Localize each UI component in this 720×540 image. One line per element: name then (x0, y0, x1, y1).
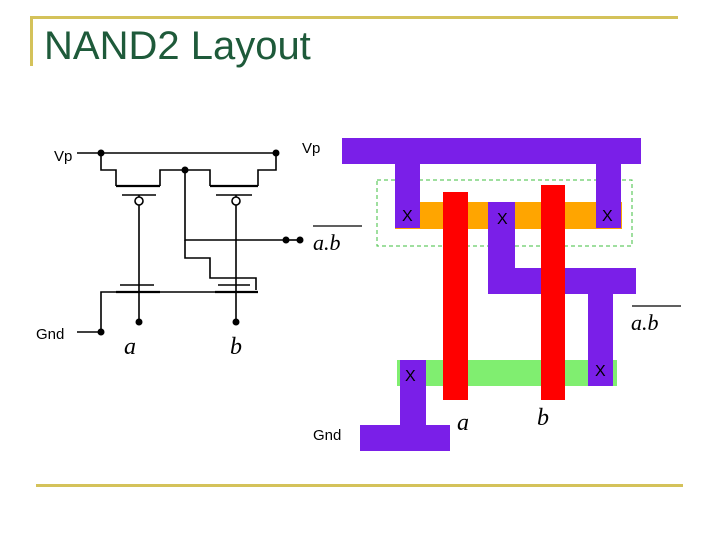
title-accent-bar (30, 16, 33, 66)
slide-title: NAND2 Layout (44, 24, 311, 68)
layout-input-b-label: b (537, 405, 549, 431)
bottom-rule (36, 484, 683, 487)
layout-input-a-label: a (457, 410, 469, 436)
metal-vdd-rail (342, 138, 641, 164)
contact-mark: X (402, 208, 413, 225)
pmos-a (100, 153, 185, 322)
contact-mark: X (602, 208, 613, 225)
top-rule (30, 16, 678, 19)
poly-gate-b (541, 185, 565, 400)
contact-mark: X (497, 211, 508, 228)
schematic-output-label: a.b (313, 230, 341, 255)
layout-gnd-label: Gnd (313, 427, 341, 444)
metal-gnd-rail (360, 425, 450, 451)
metal-vdd-left-drop (395, 156, 420, 228)
schematic-input-b-label: b (230, 334, 242, 360)
n-diffusion (397, 360, 617, 386)
layout-vdd-label: Vp (302, 140, 320, 157)
schematic-gnd-label: Gnd (36, 326, 64, 343)
pmos-b (185, 153, 277, 322)
schematic-vdd-label: Vp (54, 148, 72, 165)
metal-vdd-right-drop (596, 156, 621, 228)
schematic (77, 149, 304, 336)
layout: X X X X X (342, 138, 641, 451)
contact-mark: X (595, 363, 606, 380)
nmos-stack (100, 240, 258, 332)
layout-output-label: a.b (631, 310, 659, 335)
metal-output-vertical (588, 268, 613, 386)
junction-dots (97, 149, 304, 336)
schematic-input-a-label: a (124, 334, 136, 360)
contact-mark: X (405, 368, 416, 385)
contact-marks: X X X X X (402, 208, 613, 385)
poly-gate-a (443, 192, 468, 400)
